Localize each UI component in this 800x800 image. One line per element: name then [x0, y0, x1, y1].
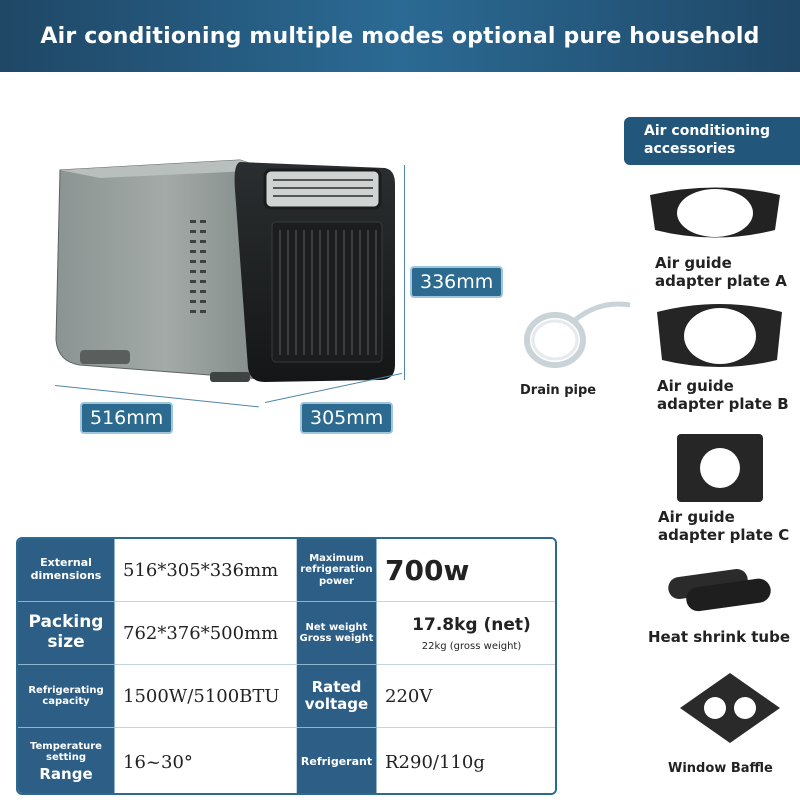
- adapter-plate-c-label: Air guide adapter plate C: [658, 508, 790, 544]
- temperature-label-top: Temperature setting: [30, 740, 102, 764]
- drain-pipe-image: [524, 301, 631, 368]
- title-banner: Air conditioning multiple modes optional…: [0, 0, 800, 72]
- adapter-plate-a-image: [650, 187, 780, 238]
- packing-size-value: 762*376*500mm: [115, 602, 297, 665]
- height-dimension-line: [404, 165, 405, 380]
- refrigerant-label: Refrigerant: [297, 728, 377, 793]
- weight-value: 17.8kg (net) 22kg (gross weight): [377, 602, 555, 665]
- temperature-value: 16~30°: [115, 728, 297, 793]
- refrigerating-capacity-label: Refrigerating capacity: [18, 665, 115, 728]
- product-image: [40, 150, 410, 410]
- page-title: Air conditioning multiple modes optional…: [40, 23, 760, 49]
- heat-shrink-tube-label: Heat shrink tube: [648, 628, 791, 646]
- height-dimension-badge: 336mm: [410, 266, 504, 298]
- width-dimension-badge: 305mm: [300, 402, 394, 434]
- max-refrigeration-value: 700w: [377, 539, 555, 602]
- gross-weight-value: 22kg (gross weight): [421, 640, 522, 652]
- adapter-plate-c-image: [677, 434, 763, 502]
- air-conditioner-illustration: [55, 159, 395, 382]
- drain-pipe-label: Drain pipe: [520, 383, 597, 398]
- adapter-plate-b-label: Air guide adapter plate B: [657, 377, 789, 413]
- adapter-plate-b-image: [657, 304, 782, 367]
- temperature-label-bottom: Range: [39, 764, 93, 783]
- net-weight-value: 17.8kg (net): [412, 614, 531, 635]
- external-dimensions-label: External dimensions: [18, 539, 115, 602]
- adapter-plate-a-label: Air guide adapter plate A: [655, 254, 787, 290]
- refrigerant-value: R290/110g: [377, 728, 555, 793]
- rated-voltage-label: Rated voltage: [297, 665, 377, 728]
- heat-shrink-tube-image: [668, 568, 771, 612]
- packing-size-label: Packing size: [18, 602, 115, 665]
- window-baffle-label: Window Baffle: [668, 761, 773, 776]
- external-dimensions-value: 516*305*336mm: [115, 539, 297, 602]
- refrigerating-capacity-value: 1500W/5100BTU: [115, 665, 297, 728]
- temperature-label: Temperature setting Range: [18, 728, 115, 793]
- rated-voltage-value: 220V: [377, 665, 555, 728]
- weight-label: Net weight Gross weight: [297, 602, 377, 665]
- spec-table: External dimensions 516*305*336mm Maximu…: [16, 537, 557, 795]
- window-baffle-image: [680, 673, 780, 743]
- accessories-header: Air conditioning accessories: [624, 117, 800, 165]
- max-refrigeration-label: Maximum refrigeration power: [297, 539, 377, 602]
- length-dimension-badge: 516mm: [80, 402, 174, 434]
